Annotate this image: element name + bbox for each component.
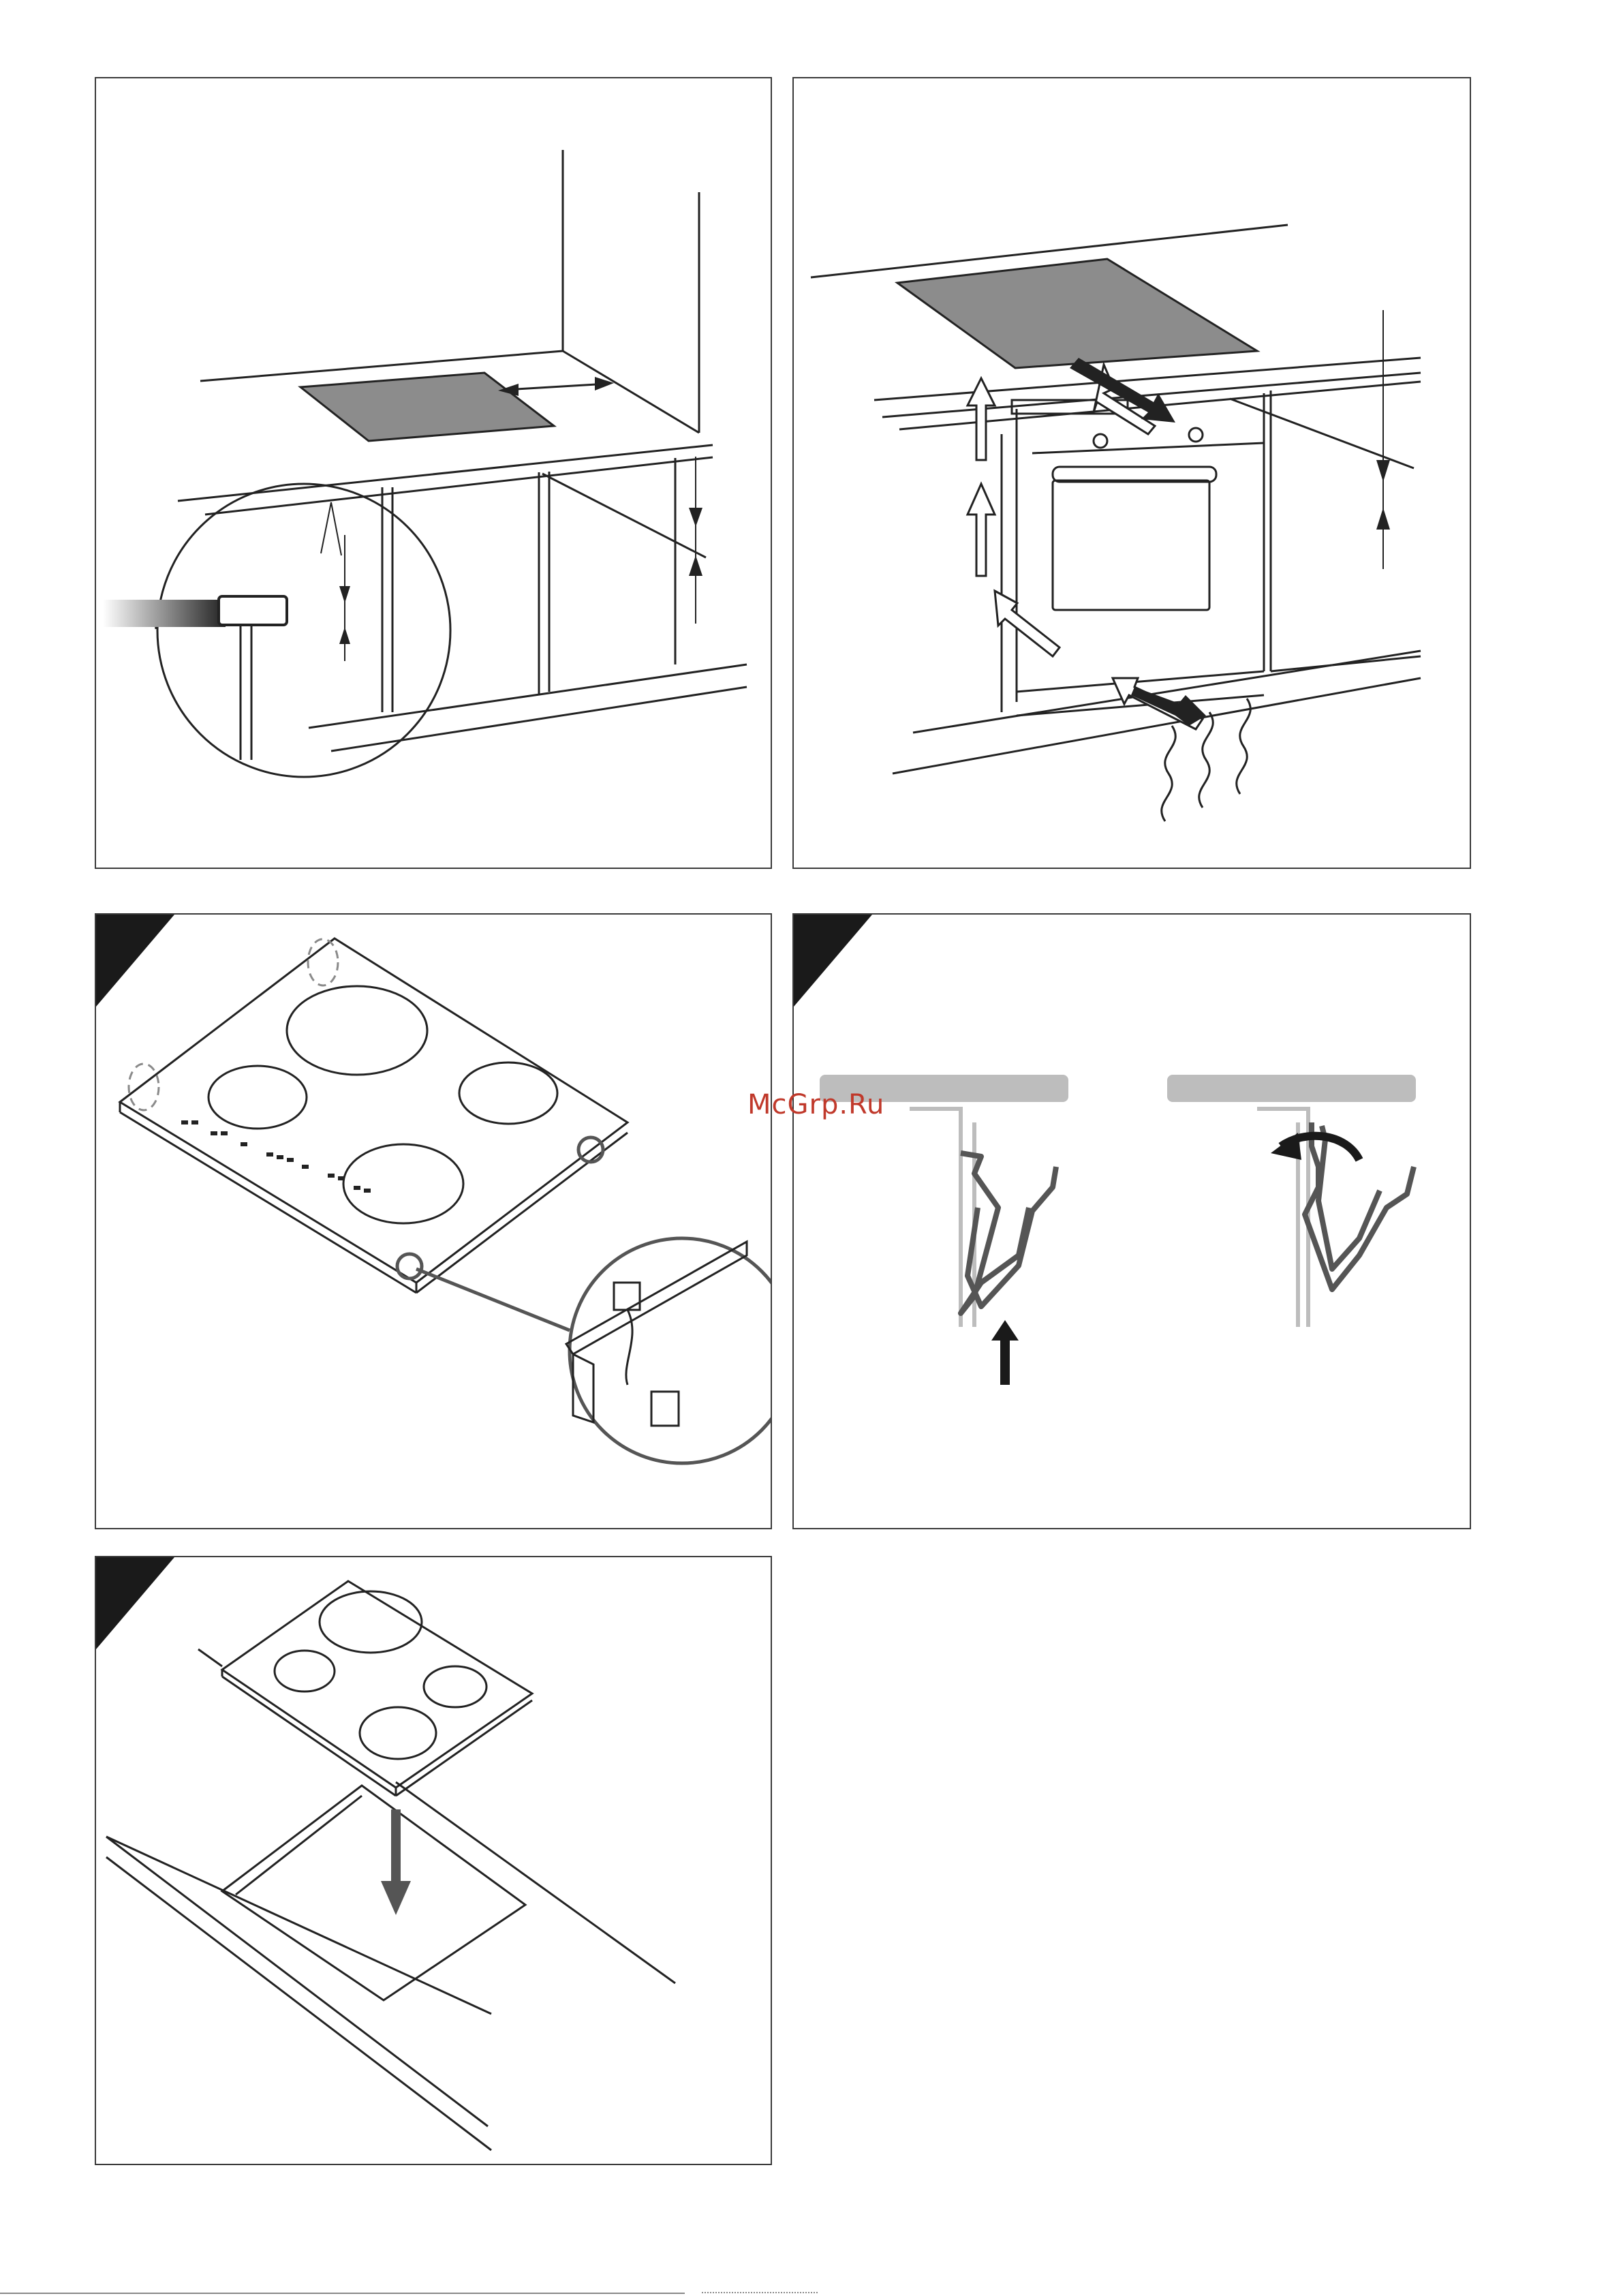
- watermark-text: McGrp.Ru: [747, 1089, 884, 1120]
- corner-mark: [96, 1557, 174, 1649]
- worktop-section-right: [1167, 1075, 1416, 1102]
- corner-mark: [794, 915, 872, 1007]
- worktop-section: [103, 600, 226, 627]
- hob-brackets-drawing: [96, 915, 772, 1529]
- hob-plate: [300, 373, 554, 441]
- figure-panel-hob-insert: [95, 1556, 772, 2165]
- figure-panel-clip-install: [792, 913, 1471, 1529]
- arrow-down-icon: [381, 1809, 411, 1915]
- figure-panel-hob-brackets: [95, 913, 772, 1529]
- hob-plate: [897, 259, 1257, 368]
- hob-insert-drawing: [96, 1557, 772, 2165]
- corner-mark: [96, 915, 174, 1007]
- clip-install-drawing: [794, 915, 1471, 1529]
- figure-panel-oven-ventilation: [792, 77, 1471, 869]
- oven-ventilation-drawing: [794, 78, 1471, 869]
- arrow-up-icon: [991, 1320, 1019, 1385]
- footer-rule: [0, 2293, 685, 2294]
- footer-dotted-rule: [702, 2292, 818, 2295]
- cabinet-clearance-drawing: [96, 78, 772, 869]
- figure-panel-cabinet-clearance: [95, 77, 772, 869]
